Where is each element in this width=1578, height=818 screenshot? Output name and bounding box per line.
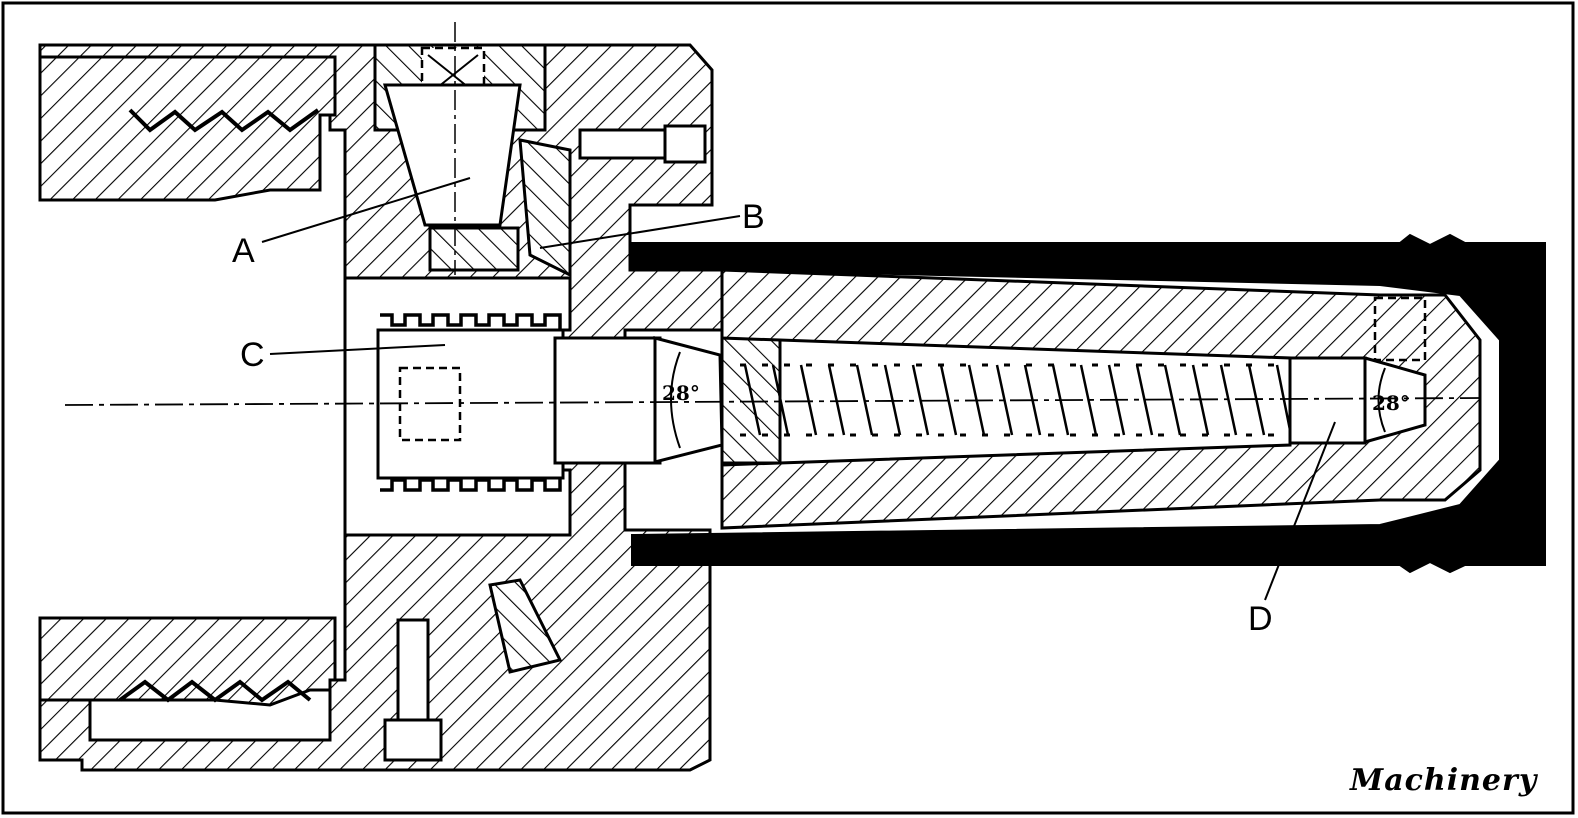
lower-wedge [488, 578, 563, 674]
part-b-angle [518, 138, 572, 278]
leader-c [269, 344, 446, 355]
angle-label-left: 28° [662, 381, 700, 405]
bottom-screw-body [396, 618, 430, 722]
wedge-part-a [383, 83, 522, 227]
lower-thread-teeth [118, 679, 312, 703]
spring-seat [720, 336, 782, 465]
bottom-screw-head [383, 718, 443, 762]
end-cap-dashed [1373, 296, 1427, 362]
taper-right [1363, 356, 1427, 444]
part-d-plunger [1288, 356, 1367, 445]
gear-rack-bottom [380, 475, 562, 492]
angle-arc-left [670, 351, 681, 449]
leader-d [1264, 421, 1336, 601]
leader-b [539, 215, 741, 249]
angle-arc-right [1377, 367, 1386, 433]
angle-label-right: 28° [1372, 391, 1410, 415]
black-shell [631, 233, 1546, 574]
label-a: A [232, 232, 255, 270]
credit-machinery: Machinery [1349, 763, 1539, 798]
label-b: B [742, 198, 765, 236]
gear-rack-top [380, 313, 562, 330]
label-c: C [240, 336, 265, 374]
coil-spring [740, 363, 1290, 437]
horizontal-centerline [64, 397, 1481, 406]
upper-thread-teeth [128, 108, 320, 133]
part-a-block [428, 226, 520, 272]
plunger-left [553, 336, 662, 465]
part-b-screw-head [663, 124, 707, 164]
label-d: D [1248, 600, 1273, 638]
leader-a [261, 177, 471, 243]
